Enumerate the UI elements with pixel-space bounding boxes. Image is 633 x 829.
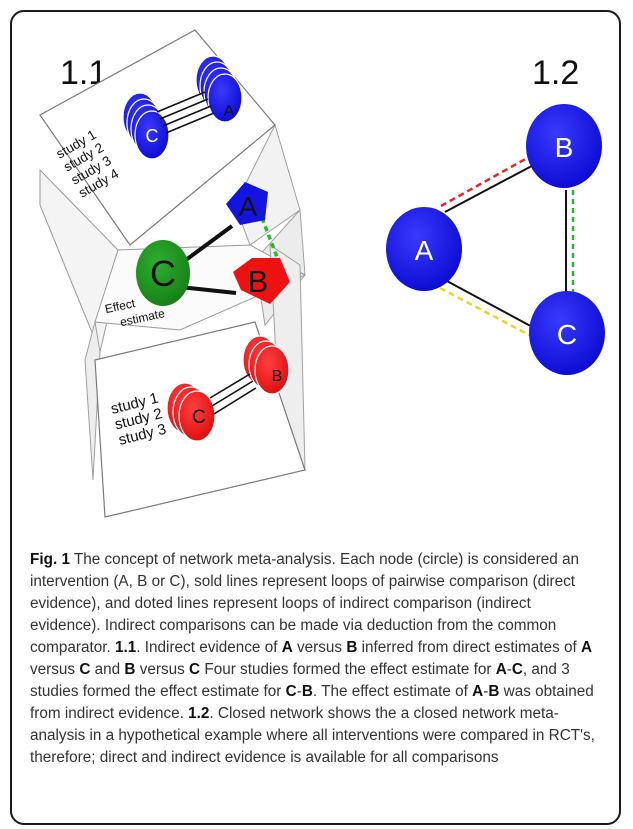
middle-node-b-label: B xyxy=(248,264,269,299)
caption-text: versus xyxy=(292,639,347,656)
caption-term: C xyxy=(79,661,91,678)
caption-text: , and 3 studies formed the effect estima… xyxy=(30,661,570,700)
edge-c-b xyxy=(179,285,237,295)
caption-term: C xyxy=(285,683,297,700)
network-diagram: C A study 1 study 2 study 3 study 4 C B … xyxy=(39,29,605,518)
caption-term: B xyxy=(488,683,500,700)
caption-term: A xyxy=(472,683,484,700)
node-c xyxy=(529,291,605,375)
top-study-lines xyxy=(156,91,215,134)
middle-network xyxy=(136,182,290,306)
bottom-node-b-label: B xyxy=(272,368,283,385)
caption-ref-1-1: 1.1 xyxy=(115,639,137,656)
node-b xyxy=(526,104,602,188)
middle-node-a-label: A xyxy=(239,191,258,222)
caption-term: B xyxy=(301,683,313,700)
caption-text: - xyxy=(483,683,489,700)
edge-a-c-direct xyxy=(444,279,539,331)
closed-network xyxy=(386,104,605,375)
study-circle xyxy=(178,390,216,442)
caption-text: - xyxy=(296,683,302,700)
node-a-pentagon xyxy=(226,182,268,225)
caption-term: A xyxy=(495,661,507,678)
study-circle xyxy=(134,110,170,160)
caption-term: C xyxy=(511,661,523,678)
caption-text: was obtained from indirect evidence. xyxy=(30,683,594,722)
caption-term: A xyxy=(580,639,593,656)
caption-text: Four studies formed the effect estimate … xyxy=(200,661,496,678)
top-node-c-label: C xyxy=(146,126,159,146)
node-a xyxy=(386,207,462,291)
figure-caption: Fig. 1 The concept of network meta-analy… xyxy=(30,549,605,769)
bottom-study-lines xyxy=(209,373,257,415)
caption-text: inferred from direct estimates of xyxy=(357,639,581,656)
node-b-label: B xyxy=(555,132,574,163)
caption-intro: The concept of network meta-analysis. Ea… xyxy=(30,551,579,656)
caption-text: versus xyxy=(30,661,80,678)
node-b-hexagon xyxy=(233,258,290,304)
caption-term: B xyxy=(124,661,136,678)
figure-frame xyxy=(10,10,621,825)
caption-text: . The effect estimate of xyxy=(312,683,473,700)
study-circle xyxy=(254,345,290,395)
caption-term: B xyxy=(346,639,358,656)
caption-ref-1-2: 1.2 xyxy=(188,705,210,722)
node-c-label: C xyxy=(557,319,577,350)
caption-text: . Indirect evidence of xyxy=(136,639,282,656)
study-circle xyxy=(207,73,243,123)
caption-term: A xyxy=(281,639,293,656)
panel-label-1-2: 1.2 xyxy=(532,54,580,92)
fig-label: Fig. 1 xyxy=(30,551,70,568)
node-c xyxy=(136,240,190,306)
top-stack-c xyxy=(122,92,170,160)
caption-text: . Closed network shows the a closed netw… xyxy=(30,705,595,766)
bottom-stack-c xyxy=(166,382,216,442)
edge-a-b-direct xyxy=(444,159,544,213)
bottom-node-c-label: C xyxy=(192,407,206,428)
top-node-a-label: A xyxy=(224,103,235,120)
bottom-stack-b xyxy=(242,335,290,395)
top-stack-a xyxy=(195,55,243,123)
effect-label-line1: Effect xyxy=(104,296,137,316)
edge-a-c-indirect xyxy=(439,286,536,340)
edge-a-b-indirect xyxy=(440,150,539,208)
caption-text: - xyxy=(506,661,512,678)
caption-text: versus xyxy=(135,661,190,678)
node-a-label: A xyxy=(415,235,434,266)
caption-term: C xyxy=(189,661,201,678)
caption-text: and xyxy=(90,661,125,678)
middle-node-c-label: C xyxy=(150,253,176,294)
